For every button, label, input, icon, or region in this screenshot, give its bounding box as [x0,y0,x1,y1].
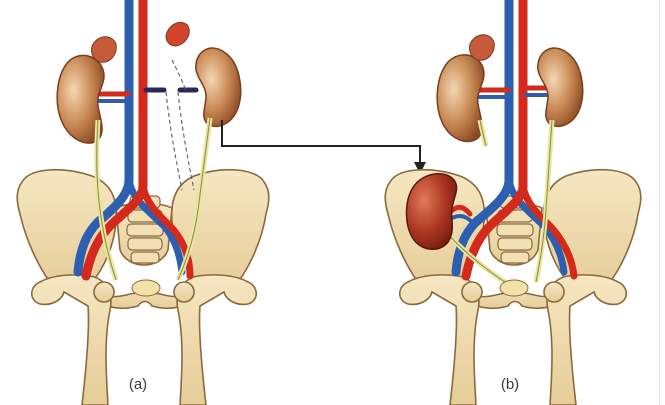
left-kidney-b [437,55,484,142]
right-iliac-wing-a [172,170,269,290]
caption-a: (a) [108,376,168,393]
right-hip-joint-a [174,282,194,302]
caption-b: (b) [480,376,540,393]
left-hip-joint-a [94,282,114,302]
transfer-arrow [222,120,426,174]
right-kidney-a [196,48,241,126]
panel-a [17,0,269,405]
page-edge [656,0,665,405]
left-hip-joint-b [462,282,482,302]
adrenal-left-a [91,37,116,63]
bladder-a [132,280,160,296]
right-iliac-wing-b [544,170,641,290]
panel-b [385,0,641,405]
adrenal-left-b [469,35,494,61]
bladder-b [500,280,528,296]
dashed-path-a [166,60,194,190]
right-hip-joint-b [544,282,564,302]
transplanted-kidney-b [407,174,457,250]
adrenal-right-a [166,22,189,46]
